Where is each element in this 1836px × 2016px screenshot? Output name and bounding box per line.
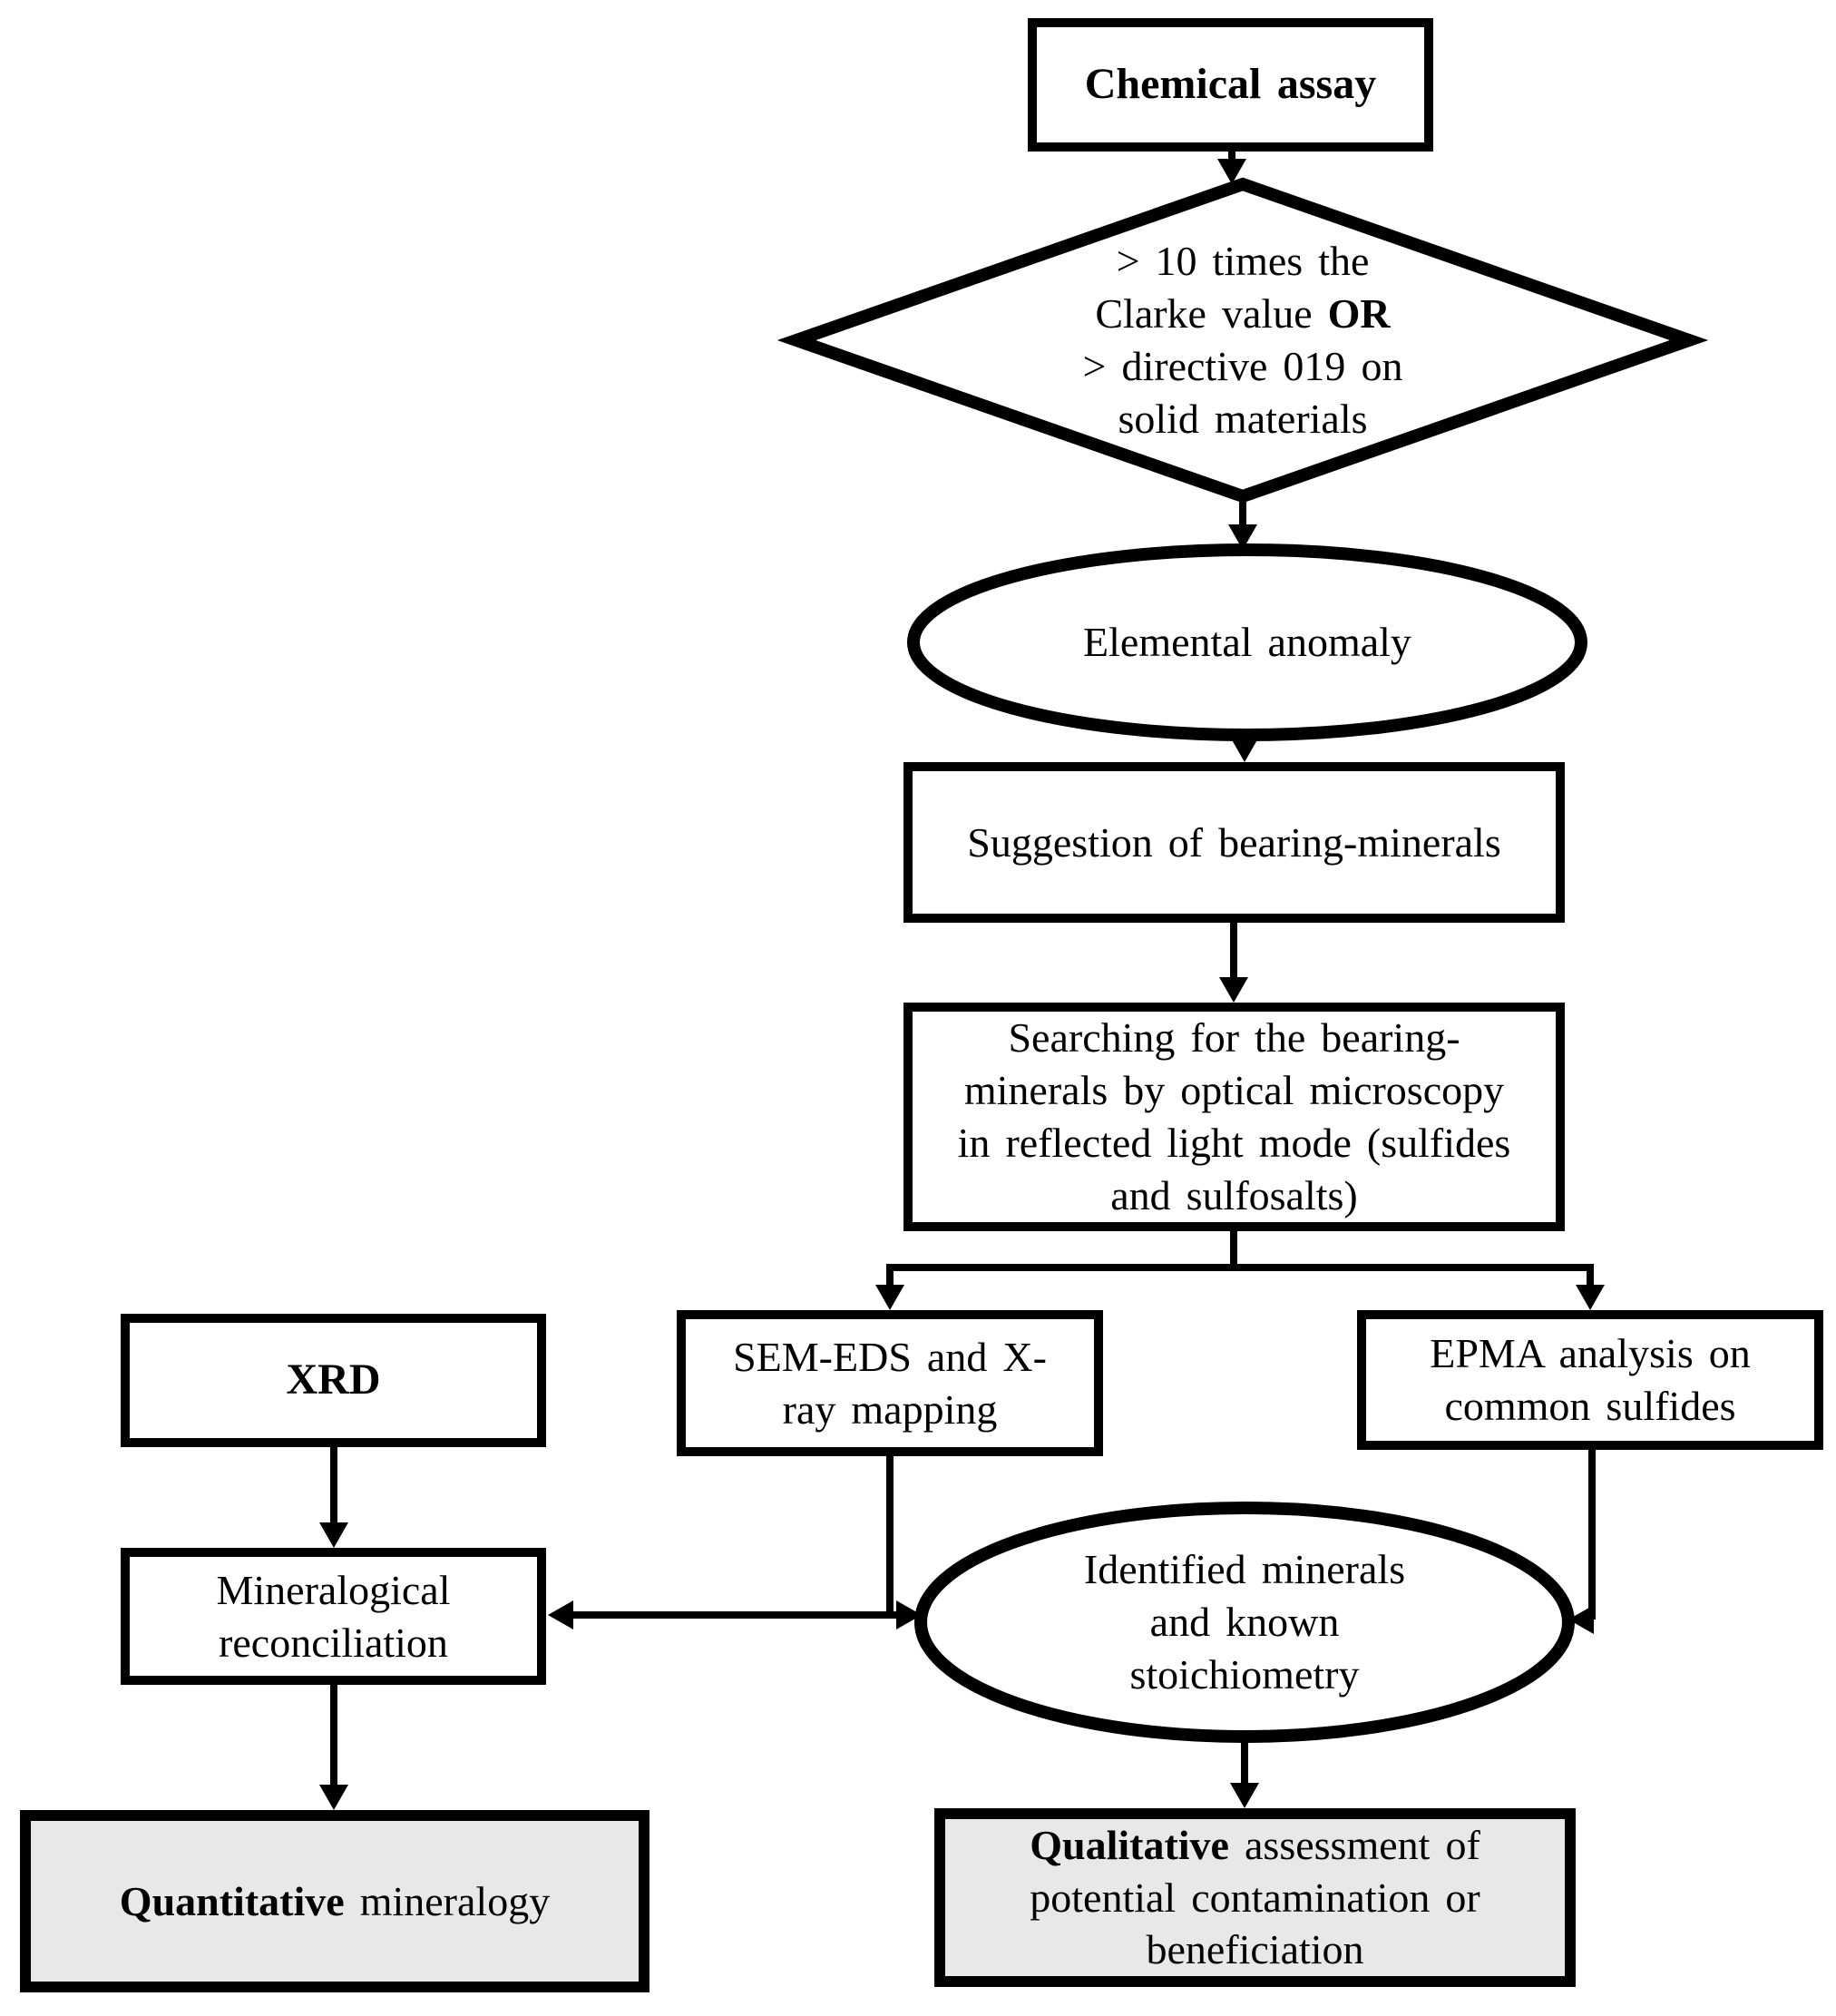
arrow-anomaly-to-suggestion	[1230, 733, 1259, 762]
decision-or-bold: OR	[1327, 290, 1391, 338]
xrd-label: XRD	[286, 1355, 381, 1404]
node-quantitative-mineralogy: Quantitative mineralogy	[20, 1810, 649, 1992]
node-sem-eds: SEM-EDS and X- ray mapping	[677, 1310, 1103, 1456]
decision-line-3: > directive 019 on	[1082, 343, 1403, 389]
arrow-reconciliation-to-quantitative	[319, 1685, 348, 1810]
qualitative-bold: Qualitative	[1030, 1821, 1229, 1868]
node-elemental-anomaly-text: Elemental anomaly	[913, 550, 1581, 735]
searching-label: Searching for the bearing- minerals by o…	[957, 1014, 1511, 1218]
suggestion-label: Suggestion of bearing-minerals	[967, 818, 1501, 866]
decision-line-4: solid materials	[1118, 395, 1368, 442]
quantitative-bold: Quantitative	[119, 1877, 345, 1924]
decision-line-1: > 10 times the	[1116, 238, 1370, 285]
node-suggestion: Suggestion of bearing-minerals	[903, 762, 1565, 923]
arrow-epma-to-ellipse	[1568, 1449, 1596, 1634]
node-mineralogical-reconciliation: Mineralogical reconciliation	[121, 1548, 546, 1685]
node-epma: EPMA analysis on common sulfides	[1357, 1310, 1823, 1450]
chemical-assay-label: Chemical assay	[1084, 60, 1377, 109]
node-identified-minerals-text: Identified minerals and known stoichiome…	[921, 1508, 1568, 1737]
mineralogical-reconciliation-label: Mineralogical reconciliation	[216, 1566, 451, 1666]
elemental-anomaly-label: Elemental anomaly	[1083, 619, 1411, 666]
node-qualitative-assessment: Qualitative assessment of potential cont…	[934, 1808, 1576, 1987]
arrow-reconciliation-ellipse-double	[548, 1600, 922, 1629]
arrow-ellipse-to-qualitative	[1230, 1735, 1259, 1808]
node-chemical-assay: Chemical assay	[1028, 18, 1433, 152]
arrow-xrd-to-reconciliation	[319, 1446, 348, 1548]
sem-eds-label: SEM-EDS and X- ray mapping	[733, 1333, 1047, 1433]
quantitative-mineralogy-label: Quantitative mineralogy	[119, 1877, 551, 1924]
node-xrd: XRD	[121, 1314, 546, 1447]
node-searching: Searching for the bearing- minerals by o…	[903, 1003, 1565, 1231]
arrow-suggestion-to-searching	[1219, 923, 1248, 1003]
epma-label: EPMA analysis on common sulfides	[1430, 1330, 1751, 1429]
decision-line-2: Clarke value OR	[1095, 290, 1391, 338]
identified-minerals-label: Identified minerals and known stoichiome…	[1083, 1546, 1406, 1698]
branch-searching-split	[875, 1231, 1605, 1310]
arrow-assay-to-decision	[1217, 151, 1246, 184]
node-threshold-decision-text: > 10 times the Clarke value OR > directi…	[835, 204, 1651, 476]
qualitative-assessment-label: Qualitative assessment of potential cont…	[1030, 1821, 1480, 1973]
arrow-decision-to-anomaly	[1228, 496, 1257, 550]
